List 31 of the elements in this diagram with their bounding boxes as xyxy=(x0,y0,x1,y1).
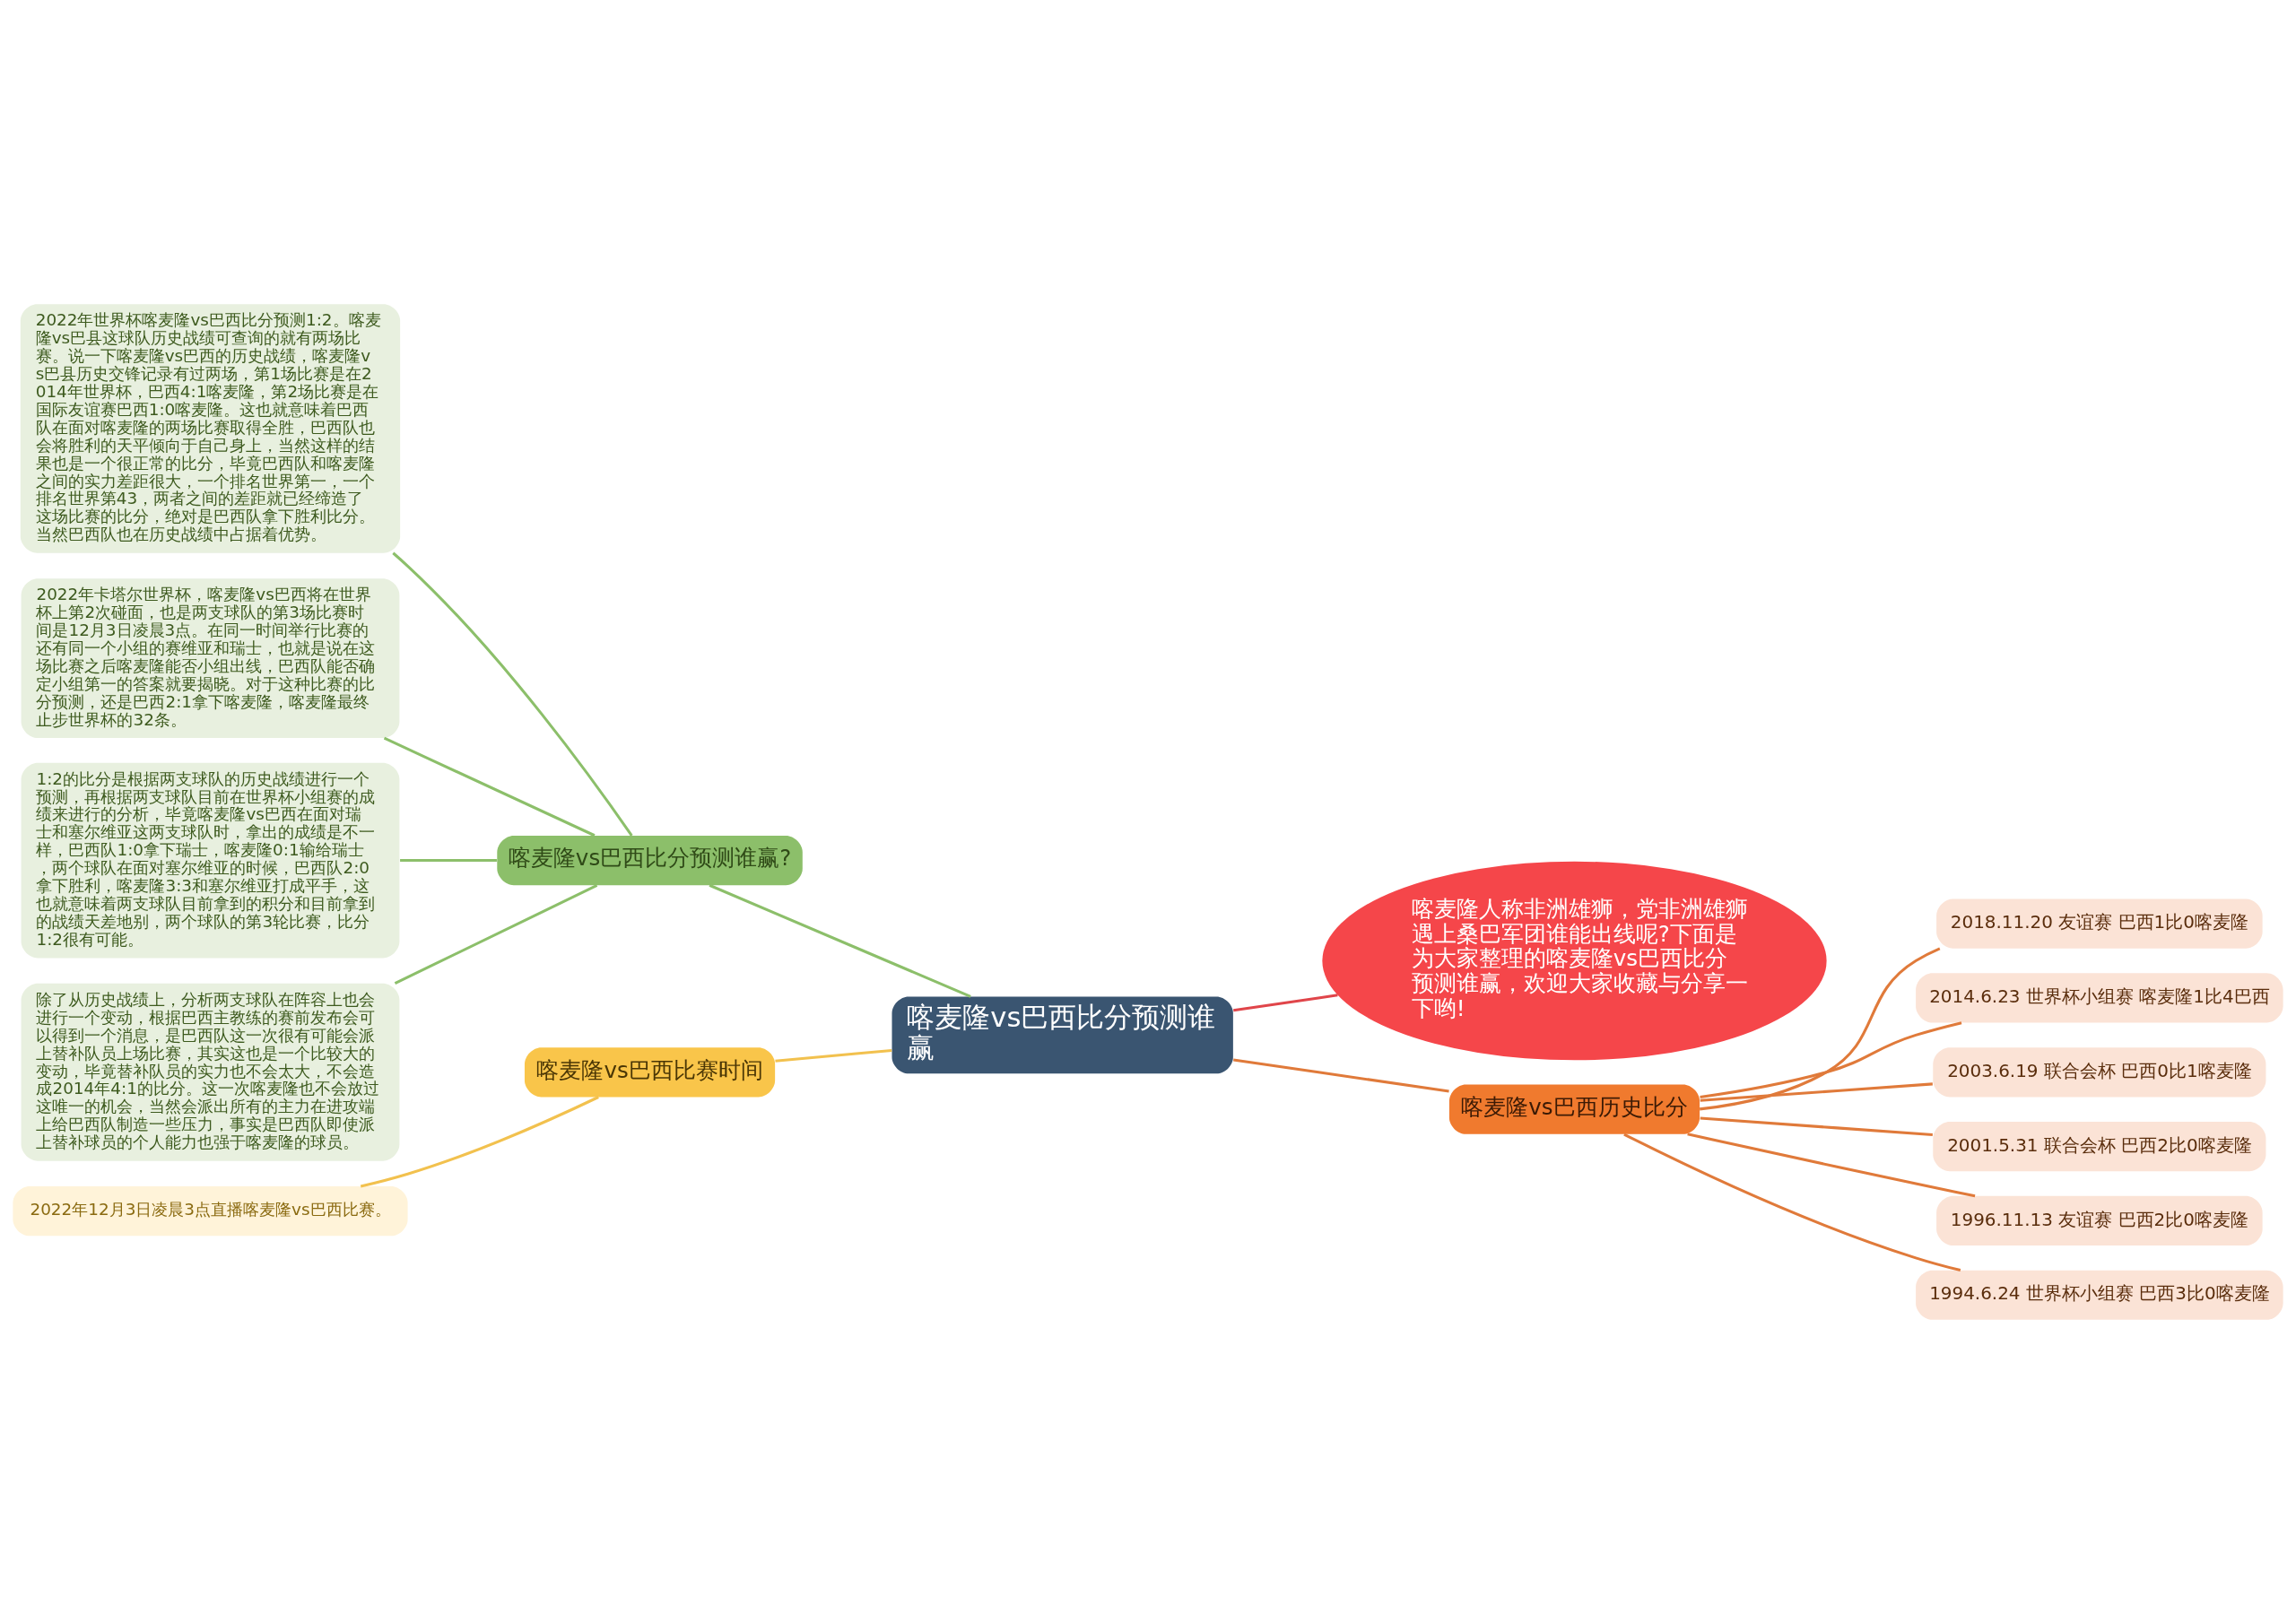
node-box: 2018.11.20 友谊赛 巴西1比0喀麦隆 xyxy=(1936,898,2263,949)
node-box: 2022年卡塔尔世界杯，喀麦隆vs巴西将在世界杯上第2次碰面，也是两支球队的第3场比赛时间是12月3日凌晨3点。在同一时间举行比赛的还有同一个小组的赛维亚和瑞士，也就是说在这场比赛之后喀麦隆能否小组出线，巴西队能否确定小组第一的答案就要揭晓。对于这种比赛的比分预测，还是巴西2:1拿下喀麦隆，喀麦隆最终止步世界杯的32条。 xyxy=(21,577,400,738)
connector xyxy=(1700,1116,1933,1136)
connector xyxy=(400,858,497,862)
connector xyxy=(1233,1057,1449,1092)
node-box: 1996.11.13 友谊赛 巴西2比0喀麦隆 xyxy=(1936,1195,2263,1245)
node-box: 2003.6.19 联合会杯 巴西0比1喀麦隆 xyxy=(1933,1046,2266,1097)
connector xyxy=(775,1048,892,1063)
node-box: 喀麦隆vs巴西比赛时间 xyxy=(524,1046,776,1097)
connector xyxy=(709,883,971,998)
connector xyxy=(394,883,598,985)
connector xyxy=(1700,1020,1962,1098)
node-box: 2001.5.31 联合会杯 巴西2比0喀麦隆 xyxy=(1933,1121,2266,1171)
node-box: 喀麦隆vs巴西比分预测谁赢? xyxy=(497,835,803,885)
node-box: 喀麦隆vs巴西比分预测谁赢 xyxy=(891,995,1233,1073)
connector xyxy=(1687,1132,1976,1197)
connector xyxy=(392,551,633,837)
node-box: 1994.6.24 世界杯小组赛 巴西3比0喀麦隆 xyxy=(1916,1270,2283,1320)
node-box: 除了从历史战绩上，分析两支球队在阵容上也会进行一个变动，根据巴西主教练的赛前发布会可以得到一个消息，是巴西队这一次很有可能会派上替补队员上场比赛，其实这也是一个比较大的变动，毕竟替补队员的实力也不会太大，不会造成2014年4:1的比分。这一次喀麦隆也不会放过这唯一的机会，当然会派出所有的主力在进攻端上给巴西队制造一些压力，事实是巴西队即使派上替补球员的个人能力也强于喀麦隆的球员。 xyxy=(21,983,400,1161)
connector xyxy=(1233,993,1338,1011)
node-ellipse: 喀麦隆人称非洲雄狮，党非洲雄狮遇上桑巴军团谁能出线呢?下面是为大家整理的喀麦隆vs巴西比分预测谁赢，欢迎大家收藏与分享一下哟! xyxy=(1322,861,1827,1060)
connector xyxy=(1699,947,1941,1110)
connector xyxy=(360,1095,599,1188)
node-box: 2022年12月3日凌晨3点直播喀麦隆vs巴西比赛。 xyxy=(13,1185,408,1236)
connector xyxy=(1623,1133,1961,1271)
node-box: 喀麦隆vs巴西历史比分 xyxy=(1448,1084,1700,1134)
node-box: 1:2的比分是根据两支球队的历史战绩进行一个预测，再根据两支球队目前在世界杯小组赛的成绩来进行的分析，毕竟喀麦隆vs巴西在面对瑞士和塞尔维亚这两支球队时，拿出的成绩是不一样，巴西队1:0拿下瑞士，喀麦隆0:1输给瑞士，两个球队在面对塞尔维亚的时候，巴西队2:0拿下胜利，喀麦隆3:3和塞尔维亚打成平手，这也就意味着两支球队目前拿到的积分和目前拿到的战绩天差地别，两个球队的第3轮比赛，比分1:2很有可能。 xyxy=(21,762,400,958)
connector xyxy=(383,736,596,837)
connector xyxy=(1700,1081,1933,1102)
node-box: 2014.6.23 世界杯小组赛 喀麦隆1比4巴西 xyxy=(1916,972,2283,1023)
node-box: 2022年世界杯喀麦隆vs巴西比分预测1:2。喀麦隆vs巴县这球队历史战绩可查询的就有两场比赛。说一下喀麦隆vs巴西的历史战绩，喀麦隆vs巴县历史交锋记录有过两场，第1场比赛是在2014年世界杯，巴西4:1喀麦隆，第2场比赛是在国际友谊赛巴西1:0喀麦隆。这也就意味着巴西队在面对喀麦隆的两场比赛取得全胜，巴西队也会将胜利的天平倾向于自己身上，当然这样的结果也是一个很正常的比分，毕竟巴西队和喀麦隆之间的实力差距很大，一个排名世界第一，一个排名世界第43，两者之间的差距就已经缔造了这场比赛的比分，绝对是巴西队拿下胜利比分。当然巴西队也在历史战绩中占据着优势。 xyxy=(20,303,401,553)
